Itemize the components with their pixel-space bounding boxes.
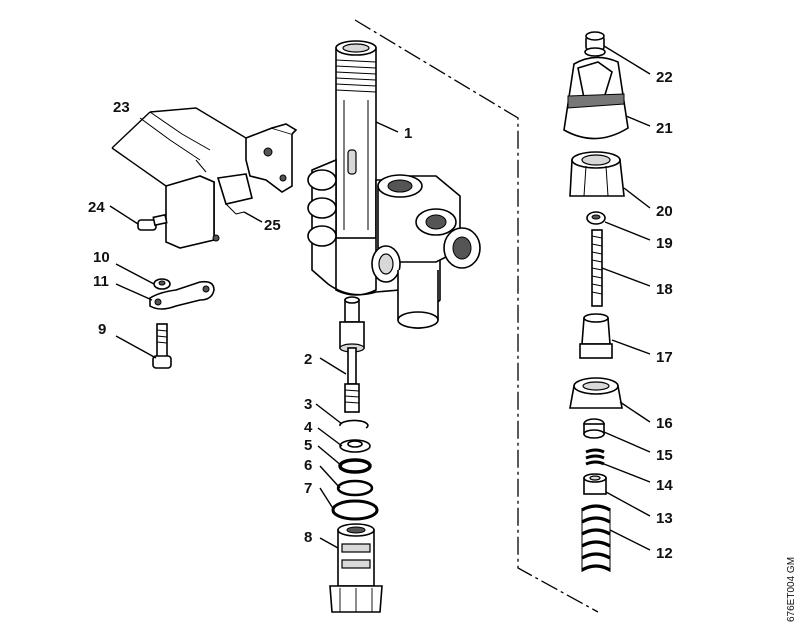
assembly-outline (354, 19, 599, 613)
hex-nut-part (153, 278, 171, 290)
part-labels: 1 2 3 4 5 6 7 8 9 10 11 12 13 14 15 16 1… (88, 69, 673, 562)
small-nut-part (586, 211, 606, 225)
medium-o-ring-part (336, 479, 374, 497)
label-12: 12 (656, 545, 673, 562)
union-nut-part (569, 151, 625, 197)
label-22: 22 (656, 69, 673, 86)
small-spring-part (585, 448, 605, 466)
switch-wires-part (139, 111, 211, 173)
label-2: 2 (304, 351, 312, 368)
screw-part (152, 323, 172, 369)
small-o-ring-part (338, 458, 372, 474)
threaded-rod-part (591, 229, 603, 307)
label-24: 24 (88, 199, 105, 216)
mounting-plate-part (149, 280, 215, 310)
label-21: 21 (656, 120, 673, 137)
label-15: 15 (656, 447, 673, 464)
spring-guide-part (583, 473, 607, 495)
label-11: 11 (93, 273, 109, 290)
fastening-screw-part (137, 213, 168, 231)
label-25: 25 (264, 217, 281, 234)
label-18: 18 (656, 281, 673, 298)
spring-seat-part (583, 418, 605, 439)
snap-ring-part (339, 419, 369, 429)
label-7: 7 (304, 480, 312, 497)
label-9: 9 (98, 321, 106, 338)
label-4: 4 (304, 419, 313, 436)
valve-seat-part (329, 523, 383, 613)
large-spring-part (581, 504, 611, 572)
document-code: 676ET004 GM (786, 557, 797, 622)
label-8: 8 (304, 529, 312, 546)
valve-piston-part (339, 296, 365, 413)
label-20: 20 (656, 203, 673, 220)
label-6: 6 (304, 457, 312, 474)
label-5: 5 (304, 437, 312, 454)
valve-body-part (307, 40, 481, 329)
switch-bracket-part (245, 123, 298, 193)
leader-23 (111, 107, 247, 187)
micro-switch-part (165, 173, 253, 249)
leader-lines (109, 45, 651, 551)
label-13: 13 (656, 510, 673, 527)
label-17: 17 (656, 349, 673, 366)
cap-screw-part (584, 31, 606, 57)
knob-cover-part (563, 56, 629, 140)
label-10: 10 (93, 249, 110, 266)
large-o-ring-part (331, 499, 379, 521)
label-1: 1 (404, 125, 412, 142)
label-16: 16 (656, 415, 673, 432)
label-23: 23 (113, 99, 130, 116)
lock-nut-part (569, 377, 623, 409)
adjusting-sleeve-part (579, 313, 613, 359)
label-3: 3 (304, 396, 312, 413)
label-14: 14 (656, 477, 673, 494)
washer-part (339, 439, 371, 453)
leader-1 (375, 121, 399, 133)
label-19: 19 (656, 235, 673, 252)
